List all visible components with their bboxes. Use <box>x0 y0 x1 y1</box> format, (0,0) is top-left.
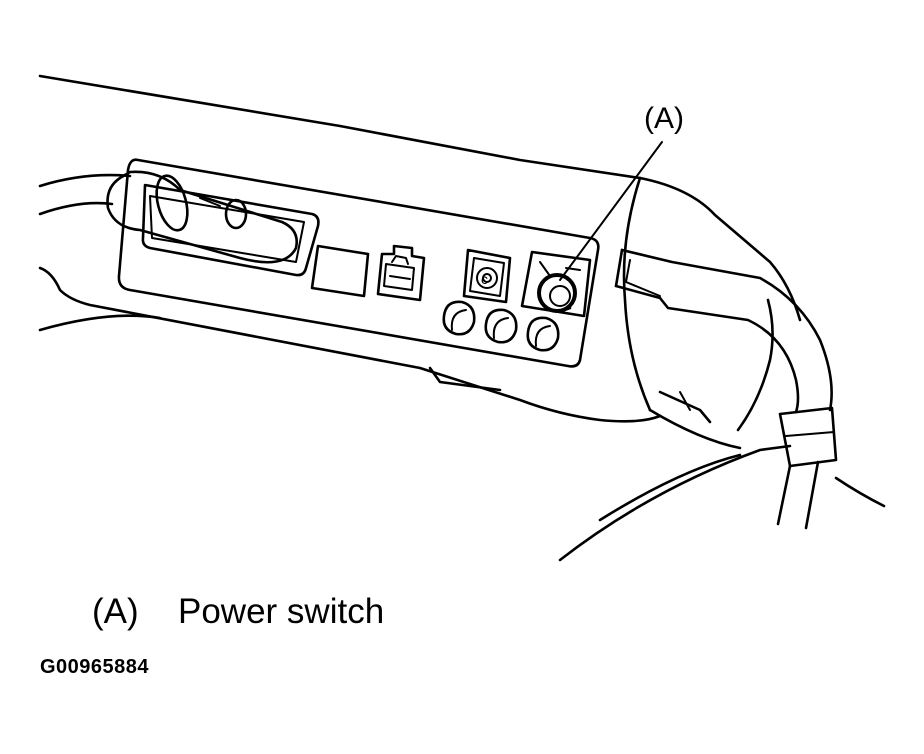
callout-label: (A) <box>644 102 684 135</box>
device-housing <box>38 74 802 450</box>
connector-panel <box>117 158 600 368</box>
modular-jack <box>376 244 426 302</box>
legend-text: Power switch <box>178 592 385 631</box>
svg-text:c: c <box>481 271 488 287</box>
legend-row: (A) Power switch <box>92 592 384 632</box>
square-port <box>310 244 370 298</box>
legend-key: (A) <box>92 592 139 631</box>
round-jacks <box>442 300 560 352</box>
lower-cables <box>558 390 886 562</box>
power-switch <box>520 250 592 318</box>
callout-leader <box>559 141 663 281</box>
dc-jack: c <box>462 248 512 304</box>
side-strap <box>614 248 838 530</box>
cable-plug <box>38 170 298 264</box>
figure-id: G00965884 <box>40 656 150 678</box>
